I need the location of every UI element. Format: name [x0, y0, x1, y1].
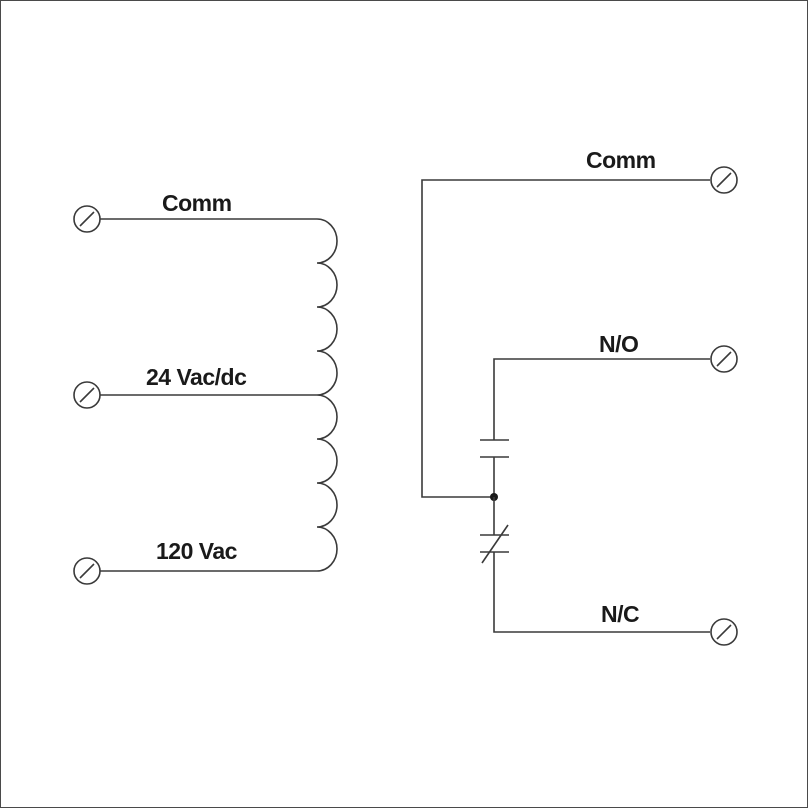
transformer-coil: [316, 218, 338, 572]
label-transformer-comm: Comm: [162, 190, 232, 216]
wire-relay-nc: [493, 552, 710, 633]
terminal-transformer-comm: [73, 205, 101, 233]
wire-relay-no: [493, 358, 710, 440]
terminal-transformer-24v: [73, 381, 101, 409]
terminal-relay-nc: [710, 618, 738, 646]
label-relay-nc: N/C: [601, 601, 639, 627]
terminal-relay-no: [710, 345, 738, 373]
contact-nc-slash: [481, 524, 509, 564]
transformer: Comm 24 Vac/dc 120 Vac: [73, 190, 338, 585]
label-relay-no: N/O: [599, 331, 638, 357]
label-relay-comm: Comm: [586, 147, 656, 173]
relay: Comm N/O N/C: [421, 147, 738, 646]
wire-relay-comm: [421, 179, 710, 498]
terminal-relay-comm: [710, 166, 738, 194]
label-transformer-120v: 120 Vac: [156, 538, 238, 564]
terminal-transformer-120v: [73, 557, 101, 585]
label-transformer-24v: 24 Vac/dc: [146, 364, 247, 390]
